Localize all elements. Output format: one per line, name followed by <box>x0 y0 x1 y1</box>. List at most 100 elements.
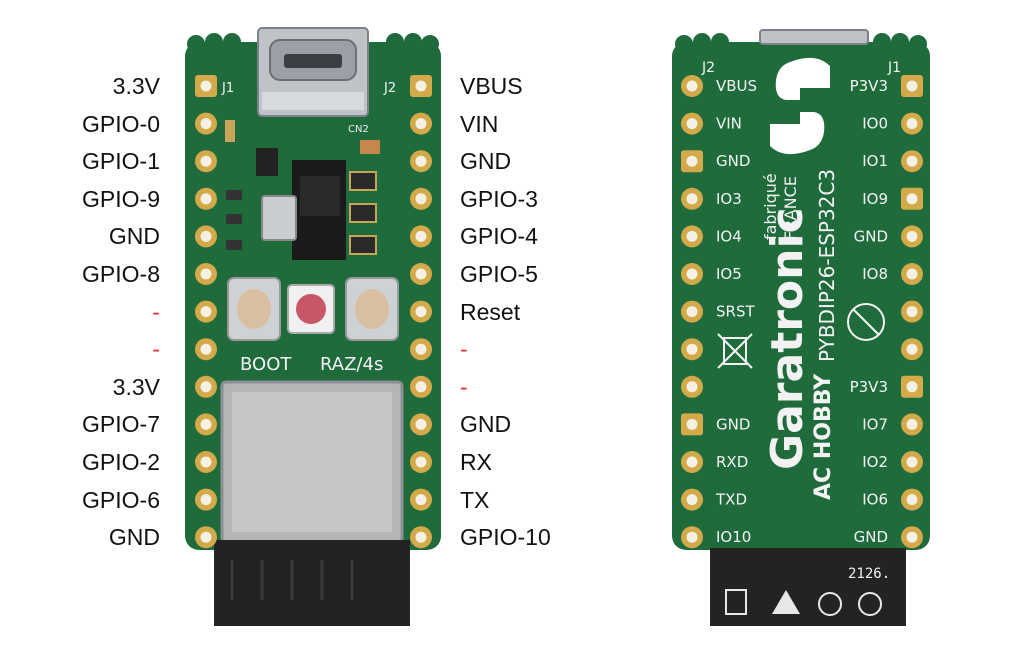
back-right-pad-hole <box>906 268 918 280</box>
back-left-silk-label: GND <box>716 415 750 433</box>
right-pin-label: - <box>460 373 468 400</box>
brand-name: Garatronic <box>762 207 813 470</box>
back-right-pad-hole <box>906 531 918 543</box>
back-board: J2 J1 Garatronic PYBDIP26-ESP32C3 fabriq… <box>672 29 930 626</box>
back-left-pad-hole <box>686 80 698 92</box>
back-left-silk-label: IO4 <box>716 227 742 245</box>
back-right-silk-label: IO2 <box>862 453 888 471</box>
front-left-pad-hole <box>200 306 212 318</box>
back-right-pad-hole <box>906 118 918 130</box>
front-right-pad-hole <box>415 268 427 280</box>
front-left-pad-hole <box>200 268 212 280</box>
front-left-pad-hole <box>200 381 212 393</box>
front-right-pad-hole <box>415 343 427 355</box>
left-pin-label: 3.3V <box>112 73 160 99</box>
right-pin-label: GPIO-4 <box>460 223 538 250</box>
back-left-pad-hole <box>686 381 698 393</box>
back-header-j2: J2 <box>701 60 715 76</box>
boot-button <box>227 277 281 341</box>
weee-bin-icon <box>717 333 753 369</box>
back-left-silk-label: RXD <box>716 453 748 471</box>
back-right-pad-hole <box>906 80 918 92</box>
front-right-pad-hole <box>415 118 427 130</box>
right-pin-label: GND <box>460 148 512 175</box>
front-right-pad-hole <box>415 80 427 92</box>
back-right-silk-label: IO6 <box>862 491 888 509</box>
board-model: PYBDIP26-ESP32C3 <box>815 169 839 362</box>
front-right-pad-hole <box>415 230 427 242</box>
back-right-pad-hole <box>906 418 918 430</box>
left-pin-label: - <box>152 298 160 325</box>
front-pads-right <box>410 75 432 549</box>
front-right-pad-hole <box>415 306 427 318</box>
back-right-pad-hole <box>906 456 918 468</box>
back-right-pad-hole <box>906 381 918 393</box>
back-right-silk-label: IO8 <box>862 265 888 283</box>
back-left-silk-label: IO3 <box>716 190 742 208</box>
front-left-pad-hole <box>200 155 212 167</box>
back-pcb <box>672 42 930 550</box>
front-right-pad-hole <box>415 418 427 430</box>
right-pin-label: - <box>460 336 468 363</box>
back-right-silk-label: P3V3 <box>850 77 888 95</box>
back-header-j1: J1 <box>887 60 901 76</box>
python-logo-icon <box>770 57 830 155</box>
back-left-silk-label: SRST <box>716 303 755 321</box>
left-pin-label: GPIO-2 <box>82 449 160 475</box>
left-pin-label: GND <box>108 223 160 250</box>
left-pin-label: GPIO-1 <box>82 148 160 175</box>
usb-connector <box>257 27 369 117</box>
back-left-pad-hole <box>686 118 698 130</box>
back-left-pad-hole <box>686 268 698 280</box>
back-left-pad-hole <box>686 230 698 242</box>
back-left-silk-label: VIN <box>716 115 742 133</box>
silk-boot: BOOT <box>240 354 292 375</box>
front-right-pad-hole <box>415 193 427 205</box>
front-left-pad-hole <box>200 343 212 355</box>
front-left-pad-hole <box>200 230 212 242</box>
silk-j1: J1 <box>221 81 234 96</box>
back-left-pad-hole <box>686 494 698 506</box>
left-pin-label: - <box>152 336 160 363</box>
back-left-pad-hole <box>686 193 698 205</box>
pb-free-icon <box>847 303 885 341</box>
back-pads-right <box>901 75 923 549</box>
front-left-pad-hole <box>200 456 212 468</box>
back-left-silk-label: GND <box>716 152 750 170</box>
front-left-pad-hole <box>200 531 212 543</box>
ce-warning-icons <box>725 589 882 616</box>
back-right-silk-label: IO0 <box>862 115 888 133</box>
front-right-pad-hole <box>415 456 427 468</box>
back-left-pad-hole <box>686 343 698 355</box>
right-pin-label: TX <box>460 486 490 513</box>
esp32-module <box>214 380 410 626</box>
left-pin-label: 3.3V <box>112 373 160 400</box>
left-pin-label: GPIO-8 <box>82 261 160 287</box>
front-left-pad-hole <box>200 494 212 506</box>
right-pin-label: RX <box>460 449 492 475</box>
silk-france: FRANCE <box>781 176 800 240</box>
front-right-pad-hole <box>415 155 427 167</box>
front-left-pad-hole <box>200 193 212 205</box>
back-right-silk-label: GND <box>854 528 888 546</box>
back-right-silk-label: IO7 <box>862 415 888 433</box>
back-right-silk-label: IO9 <box>862 190 888 208</box>
front-left-pad-hole <box>200 118 212 130</box>
front-pads-left <box>195 75 217 549</box>
back-left-silk-label: IO10 <box>716 528 751 546</box>
back-left-silk-label: TXD <box>715 491 747 509</box>
front-board: J1 J2 CN2 BOOT RAZ/4s <box>185 27 441 626</box>
silk-fabrique: fabriqué <box>761 173 780 240</box>
silk-j2: J2 <box>383 81 396 96</box>
right-pin-label: GND <box>460 411 512 438</box>
back-right-pad-hole <box>906 494 918 506</box>
back-right-silk-label: P3V3 <box>850 378 888 396</box>
back-right-pad-hole <box>906 155 918 167</box>
back-pads-left <box>681 75 703 549</box>
back-left-pad-hole <box>686 531 698 543</box>
back-right-pad-hole <box>906 343 918 355</box>
right-pin-label: GPIO-10 <box>460 524 551 551</box>
left-pin-label: GPIO-7 <box>82 411 160 438</box>
